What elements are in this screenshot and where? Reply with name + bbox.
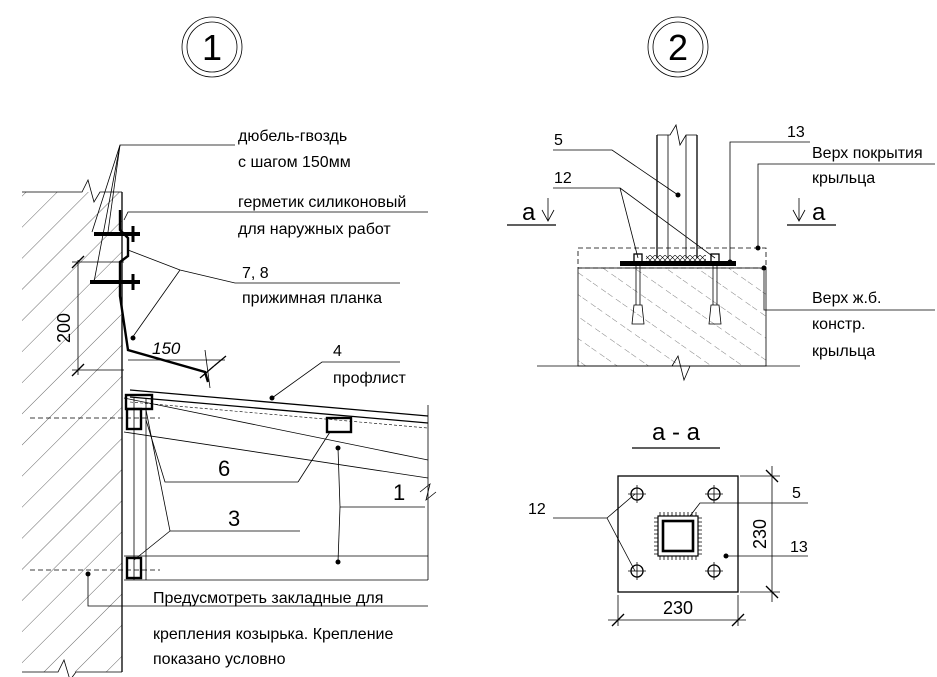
detail-2-marker: 2 (647, 16, 709, 78)
note-sheet-pos: 4 (333, 343, 342, 360)
concrete-base (537, 247, 800, 382)
leader-aa-12: 12 (528, 493, 636, 572)
leader-top-cover: Верх покрытия крыльца (755, 145, 935, 251)
section-aa-title: а - а (652, 419, 701, 446)
leader-d2-12: 12 (553, 170, 716, 259)
dim-200-text: 200 (54, 313, 74, 343)
leader-aa-5: 5 (689, 485, 808, 517)
leader-1: 1 (335, 445, 437, 565)
canopy-frame (30, 393, 429, 581)
profiled-sheet (129, 389, 429, 580)
detail-1-marker-number: 1 (202, 27, 222, 68)
leader-d2-5: 5 (553, 132, 679, 196)
note-pos-6: 6 (218, 456, 230, 481)
masonry-wall (22, 178, 123, 677)
dimension-150: 150 (128, 339, 227, 389)
detail-1: 1 (22, 16, 437, 677)
section-mark-left: а (507, 198, 556, 226)
note-top-cover-line2: крыльца (812, 170, 875, 187)
detail-1-marker: 1 (181, 16, 243, 78)
base-plate (620, 253, 736, 325)
note-top-rc-line1: Верх ж.б. (812, 290, 882, 307)
note-sealant-line2: для наружных работ (238, 221, 391, 238)
dowel-nails (90, 226, 140, 290)
note-top-cover-line1: Верх покрытия (812, 145, 923, 162)
section-aa-plate (617, 475, 739, 593)
note-sealant-line1: герметик силиконовый (238, 194, 406, 211)
note-sheet-label: профлист (333, 370, 407, 387)
aa-dim-h-text: 230 (663, 598, 693, 618)
note-top-rc-line3: крыльца (812, 343, 875, 360)
section-aa-dim-horizontal: 230 (608, 595, 746, 627)
leader-sheet: 4 профлист (269, 343, 407, 401)
note-embed-line3: показано условно (153, 651, 286, 668)
detail-2: 2 (507, 16, 935, 382)
section-mark-right: а (787, 198, 836, 226)
note-embed-line2: крепления козырька. Крепление (153, 626, 393, 643)
d2-pos-12: 12 (554, 170, 572, 187)
section-right-letter: а (812, 199, 826, 226)
d2-pos-13: 13 (787, 124, 805, 141)
steel-post (646, 123, 706, 261)
note-embed-line1: Предусмотреть закладные для (153, 590, 383, 607)
section-aa-tube (654, 512, 702, 560)
note-pos-1: 1 (393, 480, 405, 505)
note-dowel-line2: с шагом 150мм (238, 154, 351, 171)
aa-dim-v-text: 230 (750, 519, 770, 549)
note-strip-pos: 7, 8 (242, 265, 269, 282)
dim-150-text: 150 (152, 339, 181, 358)
leader-dowel: дюбель-гвоздь с шагом 150мм (91, 128, 351, 283)
aa-pos-12: 12 (528, 501, 546, 518)
section-a-a: а - а 12 5 (528, 419, 808, 627)
aa-pos-5: 5 (792, 485, 801, 502)
leader-6: 6 (145, 419, 331, 483)
leader-aa-13: 13 (723, 539, 808, 559)
leader-3: 3 (133, 409, 300, 561)
section-aa-dim-vertical: 230 (740, 466, 780, 602)
leader-strip: 7, 8 прижимная планка (127, 249, 400, 339)
aa-pos-13: 13 (790, 539, 808, 556)
note-strip-label: прижимная планка (242, 290, 382, 307)
detail-2-marker-number: 2 (668, 27, 688, 68)
leader-embed: Предусмотреть закладные для крепления ко… (85, 571, 428, 668)
leader-top-rc: Верх ж.б. констр. крыльца (761, 265, 935, 360)
note-dowel-line1: дюбель-гвоздь (238, 128, 347, 145)
leader-d2-13: 13 (727, 124, 810, 265)
d2-pos-5: 5 (554, 132, 563, 149)
note-top-rc-line2: констр. (812, 316, 866, 333)
note-pos-3: 3 (228, 506, 240, 531)
section-aa-bolt-holes (628, 485, 723, 580)
section-left-letter: а (522, 199, 536, 226)
dimension-200: 200 (54, 255, 124, 377)
leader-sealant: герметик силиконовый для наружных работ (123, 194, 428, 238)
